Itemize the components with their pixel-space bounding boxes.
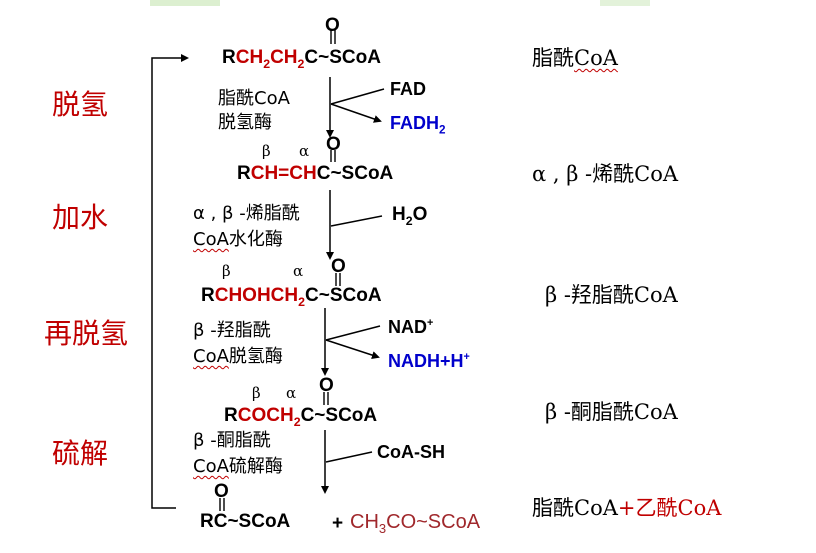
enzyme-4-line-1: β -酮脂酰 (193, 430, 271, 451)
compound-3-formula: RCHOHCH2C~SCoA (201, 285, 382, 309)
side-coash: CoA-SH (377, 442, 445, 462)
enzyme-1-line-1: 脂酰CoA (218, 88, 290, 109)
side-h2o: H2O (392, 204, 428, 228)
name-hydroxyacyl-coa: β -羟脂酰CoA (545, 283, 678, 307)
compound-3-oxygen: O (331, 256, 346, 277)
cycle-bracket (151, 57, 176, 509)
nad-in-line (325, 325, 381, 341)
enzyme-2-line-2: CoA水化酶 (193, 229, 283, 250)
enzyme-1-line-2: 脱氢酶 (218, 112, 272, 133)
compound-3-alpha: α (293, 262, 304, 280)
enzyme-3-line-2: CoA脱氢酶 (193, 346, 283, 367)
coash-in-line (325, 451, 373, 463)
step-label-dehydrogenation: 脱氢 (52, 88, 109, 121)
fad-in-line (330, 88, 385, 105)
compound-4-alpha: α (286, 384, 297, 402)
compound-4-oxygen: O (319, 375, 334, 396)
name-products: 脂酰CoA+乙酰CoA (532, 496, 722, 520)
compound-2-formula: RCH=CHC~SCoA (237, 163, 394, 184)
compound-5-oxygen: O (214, 481, 229, 502)
name-acyl-coa: 脂酰CoA (532, 46, 618, 70)
fadh2-out-arrow (330, 103, 382, 123)
compound-2-beta: β (262, 142, 271, 160)
name-ketoacyl-coa: β -酮脂酰CoA (545, 400, 678, 424)
top-decoration-left (150, 0, 220, 6)
carbonyl-bonds (219, 30, 341, 511)
step-label-hydration: 加水 (52, 201, 109, 234)
nadh-out-arrow (325, 339, 380, 359)
top-decoration-right (600, 0, 650, 6)
enzyme-2-line-1: α , β -烯脂酰 (193, 203, 300, 224)
compound-4-beta: β (252, 384, 261, 402)
h2o-in-line (330, 215, 383, 227)
compound-3-beta: β (222, 262, 231, 280)
compound-5-acyl-coa: RC~SCoA (200, 511, 291, 532)
step-label-second-dehydrogenation: 再脱氢 (44, 317, 129, 350)
side-nad: NAD+ (388, 317, 434, 337)
enzyme-3-line-1: β -羟脂酰 (193, 320, 271, 341)
compound-2-alpha: α (299, 142, 310, 160)
side-fad: FAD (390, 79, 426, 99)
compound-1-formula: RCH2CH2C~SCoA (222, 47, 381, 71)
step-label-thiolysis: 硫解 (52, 437, 109, 470)
enzyme-4-line-2: CoA硫解酶 (193, 456, 283, 477)
side-nadh: NADH+H+ (388, 351, 470, 371)
compound-4-formula: RCOCH2C~SCoA (224, 405, 378, 429)
side-fadh2: FADH2 (390, 113, 446, 137)
compound-5-acetyl-coa: CH3CO~SCoA (350, 511, 481, 536)
name-enoyl-coa: α , β -烯酰CoA (532, 162, 679, 186)
compound-5-plus: + (332, 513, 344, 534)
compound-1-oxygen: O (325, 15, 340, 36)
compound-2-oxygen: O (326, 134, 341, 155)
